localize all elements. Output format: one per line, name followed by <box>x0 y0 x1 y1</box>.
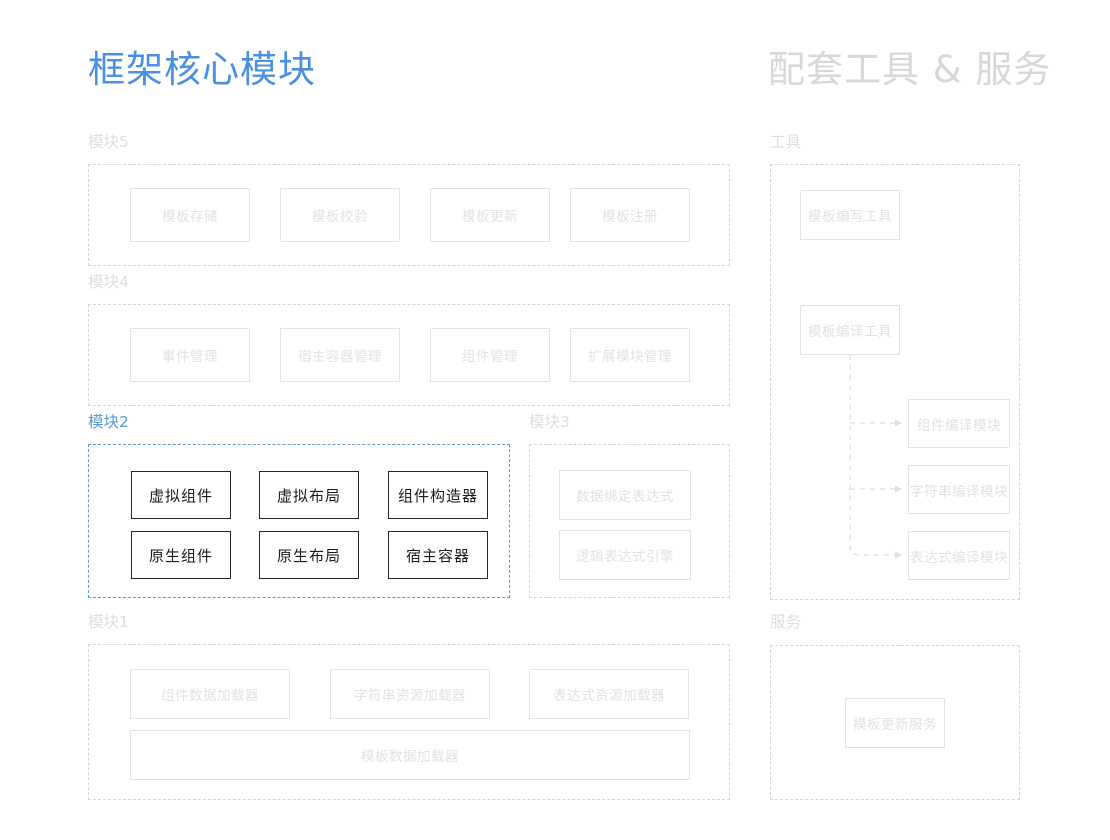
module-box[interactable]: 事件管理 <box>130 328 250 382</box>
module-box[interactable]: 虚拟布局 <box>259 471 359 519</box>
group-label-module2: 模块2 <box>88 413 129 431</box>
module-box[interactable]: 模板更新服务 <box>845 698 945 748</box>
module-box[interactable]: 模板编写工具 <box>800 190 900 240</box>
module-box[interactable]: 模板校验 <box>280 188 400 242</box>
module-box[interactable]: 表达式资源加载器 <box>529 669 689 719</box>
group-panel-module5 <box>88 164 730 266</box>
module-box[interactable]: 模板存储 <box>130 188 250 242</box>
module-box[interactable]: 字符串资源加载器 <box>330 669 490 719</box>
module-box[interactable]: 表达式编译模块 <box>908 531 1010 580</box>
module-box[interactable]: 原生组件 <box>131 531 231 579</box>
group-panel-module4 <box>88 304 730 406</box>
module-box[interactable]: 模板更新 <box>430 188 550 242</box>
module-box[interactable]: 宿主容器 <box>388 531 488 579</box>
group-panel-tools <box>770 164 1020 600</box>
group-label-module1: 模块1 <box>88 613 129 631</box>
group-panel-services <box>770 645 1020 800</box>
group-label-module3: 模块3 <box>529 413 570 431</box>
group-label-module5: 模块5 <box>88 133 129 151</box>
module-box[interactable]: 组件管理 <box>430 328 550 382</box>
module-box[interactable]: 组件编译模块 <box>908 399 1010 448</box>
module-box[interactable]: 数据绑定表达式 <box>559 470 691 520</box>
group-label-services: 服务 <box>770 613 802 631</box>
module-box[interactable]: 原生布局 <box>259 531 359 579</box>
module-box[interactable]: 模板编译工具 <box>800 305 900 355</box>
module-box[interactable]: 扩展模块管理 <box>570 328 690 382</box>
module-box[interactable]: 模板注册 <box>570 188 690 242</box>
module-box[interactable]: 字符串编译模块 <box>908 465 1010 514</box>
module-box[interactable]: 逻辑表达式引擎 <box>559 530 691 580</box>
module-box[interactable]: 虚拟组件 <box>131 471 231 519</box>
module-box[interactable]: 组件数据加载器 <box>130 669 290 719</box>
module-box[interactable]: 组件构造器 <box>388 471 488 519</box>
module-box[interactable]: 宿主容器管理 <box>280 328 400 382</box>
group-label-tools: 工具 <box>770 133 802 151</box>
page-title-left: 框架核心模块 <box>88 48 316 91</box>
group-panel-module3 <box>529 444 730 598</box>
module-box[interactable]: 模板数据加载器 <box>130 730 690 780</box>
group-label-module4: 模块4 <box>88 273 129 291</box>
group-panel-module1 <box>88 644 730 800</box>
group-panel-module2 <box>88 444 510 598</box>
page-title-right: 配套工具 & 服务 <box>768 48 1052 91</box>
